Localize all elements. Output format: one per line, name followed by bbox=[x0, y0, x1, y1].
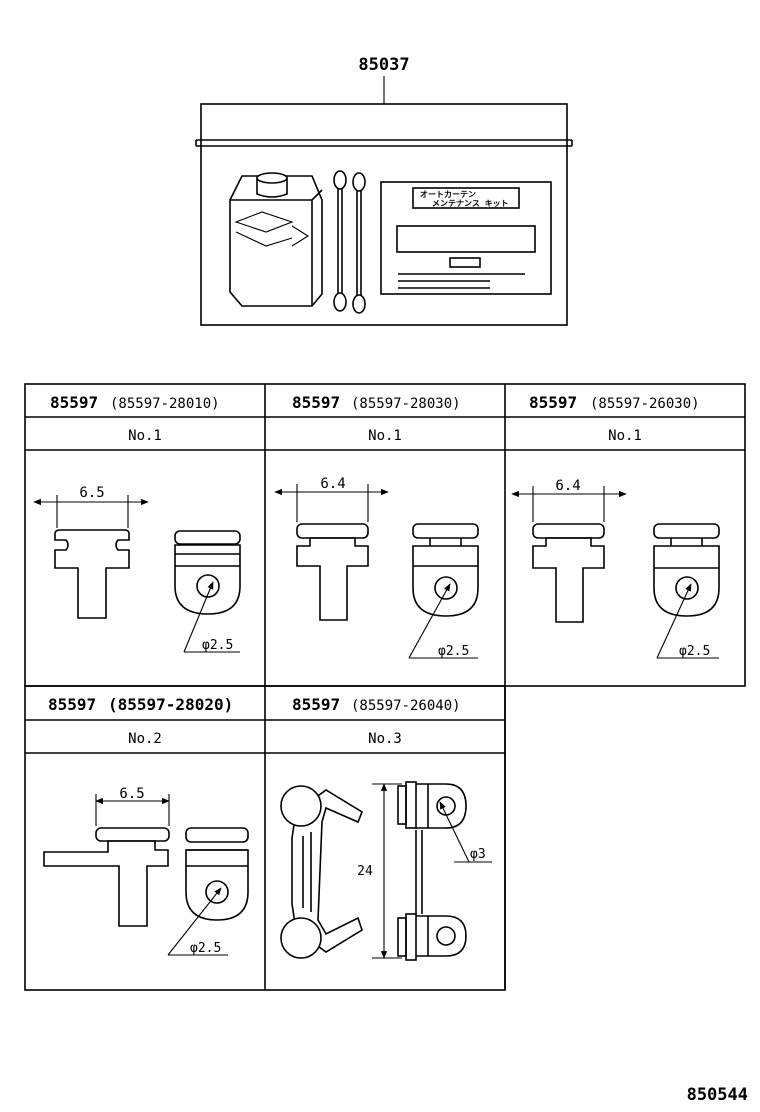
cell-part-number: 85597 bbox=[48, 695, 96, 714]
diameter-label: φ2.5 bbox=[679, 644, 710, 659]
cell-type-label: No.1 bbox=[608, 428, 642, 444]
width-dimension: 6.5 bbox=[119, 786, 144, 802]
cell-sub-number: (85597-26040) bbox=[351, 698, 461, 714]
diagram-id: 850544 bbox=[687, 1085, 748, 1105]
kit-box: 85037 bbox=[195, 55, 573, 326]
clip-drawing-4: 6.5 φ2.5 bbox=[43, 786, 249, 956]
diameter-label: φ2.5 bbox=[202, 638, 233, 653]
width-dimension: 6.4 bbox=[555, 478, 580, 494]
cell-2-header: 85597 (85597-28030) No.1 bbox=[292, 393, 461, 444]
cell-sub-number: (85597-28020) bbox=[108, 695, 233, 714]
cotton-swab-icon bbox=[333, 170, 366, 314]
kit-part-number: 85037 bbox=[358, 55, 409, 75]
cell-sub-number: (85597-28010) bbox=[110, 396, 220, 412]
width-dimension: 6.4 bbox=[320, 476, 345, 492]
diameter-label: φ3 bbox=[470, 847, 486, 862]
cell-part-number: 85597 bbox=[529, 393, 577, 412]
cell-sub-number: (85597-26030) bbox=[590, 396, 700, 412]
parts-table bbox=[24, 383, 746, 991]
height-dimension: 24 bbox=[357, 864, 373, 879]
clip-drawing-1: 6.5 φ2.5 bbox=[33, 485, 241, 653]
card-title-line1: オートカーテン bbox=[420, 190, 476, 199]
cell-part-number: 85597 bbox=[292, 695, 340, 714]
cell-1-header: 85597 (85597-28010) No.1 bbox=[50, 393, 220, 444]
card-title-line2: メンテナンス キット bbox=[432, 199, 509, 208]
clip-drawing-2: 6.4 φ2.5 bbox=[274, 476, 479, 659]
cell-5-header: 85597 (85597-26040) No.3 bbox=[292, 695, 461, 747]
cell-3-header: 85597 (85597-26030) No.1 bbox=[529, 393, 700, 444]
cell-part-number: 85597 bbox=[292, 393, 340, 412]
diameter-label: φ2.5 bbox=[438, 644, 469, 659]
cell-type-label: No.3 bbox=[368, 731, 402, 747]
cell-4-header: 85597 (85597-28020) No.2 bbox=[48, 695, 233, 747]
instruction-card: オートカーテン メンテナンス キット bbox=[380, 181, 552, 295]
clip-drawing-3: 6.4 φ2.5 bbox=[511, 478, 720, 659]
cell-type-label: No.2 bbox=[128, 731, 162, 747]
cell-part-number: 85597 bbox=[50, 393, 98, 412]
fluid-bottle-icon bbox=[229, 172, 323, 307]
width-dimension: 6.5 bbox=[79, 485, 104, 501]
cell-type-label: No.1 bbox=[128, 428, 162, 444]
diameter-label: φ2.5 bbox=[190, 941, 221, 956]
cell-type-label: No.1 bbox=[368, 428, 402, 444]
cell-sub-number: (85597-28030) bbox=[351, 396, 461, 412]
clip-drawing-5: 24 φ3 bbox=[280, 781, 492, 961]
